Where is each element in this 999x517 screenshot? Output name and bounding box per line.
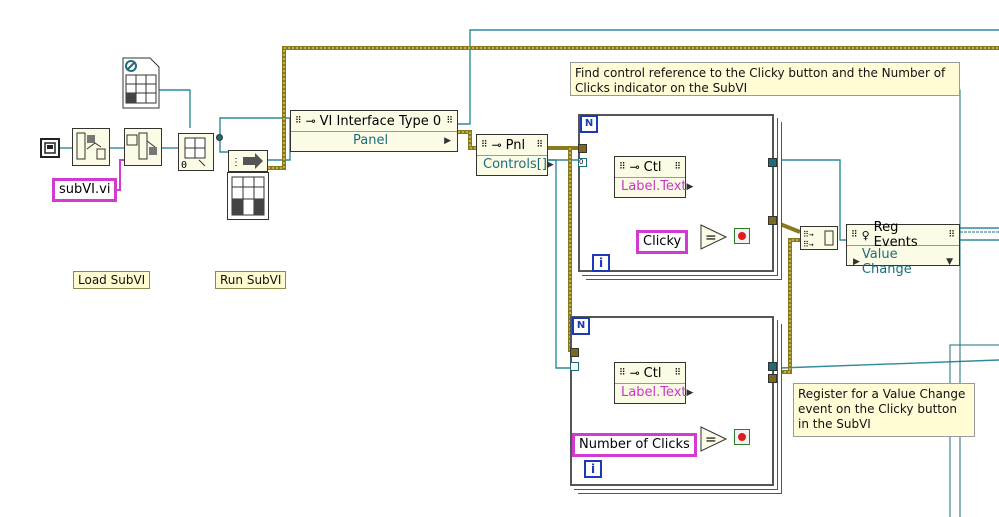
svg-text:0: 0 [181,160,187,170]
svg-text:⋮: ⋮ [231,157,241,168]
run-subvi-label: Run SubVI [215,271,287,289]
find-reference-comment: Find control reference to the Clicky but… [570,62,960,96]
label-text-property[interactable]: Label.Text▶ [621,179,694,194]
vi-interface-panel-property[interactable]: Panel▶ [353,133,451,148]
panel-property-node[interactable]: ⠿⊸Pnl⠿ Controls[]▶ [476,134,554,176]
boolean-indicator-icon [734,429,750,445]
property-node-icon: ⠿ [295,116,302,126]
property-node-icon: ⠿ [619,368,626,378]
clicky-string-constant[interactable]: Clicky [636,230,689,254]
error-tunnel [570,348,579,357]
svg-text:=: = [705,432,717,448]
equal-icon[interactable]: = [700,426,728,452]
property-node-icon: ⠿ [481,140,488,150]
error-tunnel [578,144,587,153]
equal-icon[interactable]: = [700,224,728,250]
error-output-tunnel [768,216,777,225]
vi-interface-property-node[interactable]: ⠿⊸VI Interface Type 0⠿ Panel▶ [290,110,458,152]
load-subvi-label: Load SubVI [73,271,151,289]
front-panel-icon [227,172,269,220]
build-array-icon[interactable]: ⠿→⠿→ [800,226,838,250]
register-events-node[interactable]: ⠿♀Reg Events⠿ ▶Value Change▼ [846,220,960,277]
front-panel-icon[interactable]: 0 [178,133,214,171]
svg-text:=: = [705,230,717,246]
boolean-indicator-icon [734,228,750,244]
ctl-title: Ctl [643,365,662,381]
vi-interface-title: VI Interface Type 0 [319,113,442,129]
controls-array-property[interactable]: Controls[]▶ [483,157,554,172]
label-text-property[interactable]: Label.Text▶ [621,385,694,400]
loop-count-terminal[interactable]: N [580,115,598,133]
path-constant-icon [40,138,60,158]
vi-reference-icon [122,57,160,109]
pnl-title: Pnl [505,137,526,153]
open-vi-reference-icon[interactable] [124,128,162,166]
number-of-clicks-string-constant[interactable]: Number of Clicks [572,433,697,457]
open-vi-reference-icon[interactable] [72,128,110,166]
loop-iteration-terminal: i [584,460,602,478]
loop-count-terminal[interactable]: N [572,317,590,335]
control-property-node-2[interactable]: ⠿⊸Ctl⠿ Label.Text▶ [614,362,694,404]
subvi-path-constant[interactable]: subVI.vi [52,178,118,202]
output-tunnel [768,158,777,167]
for-loop-2[interactable] [570,316,774,486]
property-node-icon: ⠿ [851,230,858,240]
indexing-tunnel: 0 [578,158,587,167]
control-property-node-1[interactable]: ⠿⊸Ctl⠿ Label.Text▶ [614,156,694,198]
value-change-event-selector[interactable]: ▶Value Change▼ [853,247,953,277]
reg-events-title: Reg Events [873,220,918,250]
svg-text:⠿→: ⠿→ [803,240,814,249]
property-node-icon: ⠿ [619,162,626,172]
svg-text:⠿→: ⠿→ [803,230,814,239]
indexing-tunnel [570,362,579,371]
ctl-title: Ctl [643,159,662,175]
output-tunnel [768,362,777,371]
wire-junction [216,134,223,141]
call-and-forget-icon[interactable]: ⋮ [228,150,268,172]
error-output-tunnel [768,374,777,383]
loop-iteration-terminal: i [592,254,610,272]
register-event-comment: Register for a Value Change event on the… [793,383,975,437]
